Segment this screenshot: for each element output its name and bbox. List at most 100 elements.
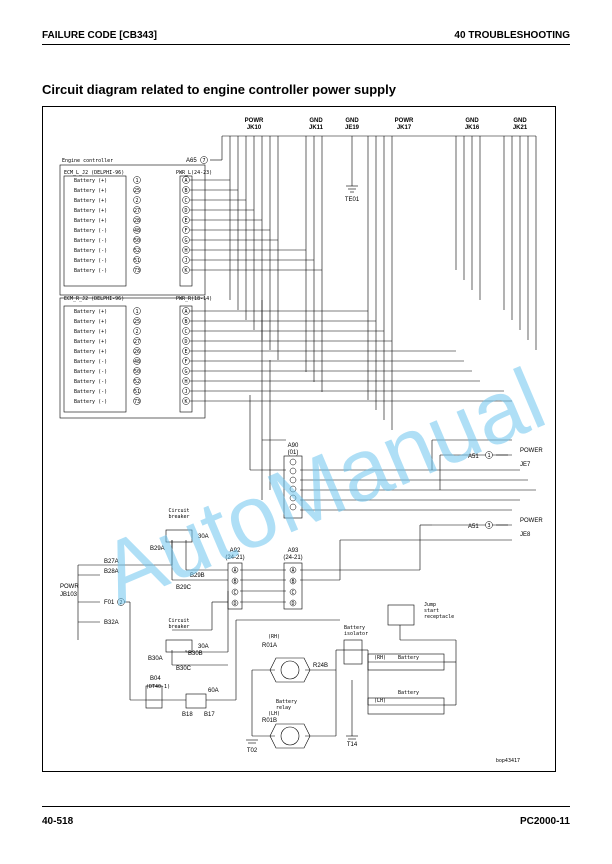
a90-pin-marker: [289, 494, 297, 502]
a92-pin-marker: [231, 566, 239, 574]
isolator-line2: isolator: [344, 631, 368, 637]
ecm2-pin-number: 50: [134, 369, 140, 375]
ecm1-pin-marker: [133, 236, 141, 244]
ecm2-row-label: Battery (-): [74, 359, 107, 365]
wire-group: [77, 135, 537, 737]
watermark: AutoManual: [87, 349, 558, 624]
r24b-label: R24B: [313, 663, 328, 669]
ecm1-row-label: Battery (+): [74, 178, 107, 184]
powr-jb103-id: JB103: [60, 592, 78, 598]
ecm2-row-label: Battery (+): [74, 349, 107, 355]
battery-rh-1: Battery: [398, 655, 419, 661]
a90-pin-marker: [289, 485, 297, 493]
top-connector-name: POWR: [395, 118, 414, 124]
ecm1-letter-marker: [182, 196, 190, 204]
ecm1-letter-marker: [182, 216, 190, 224]
battery-lh-1: Battery: [398, 690, 419, 696]
cb1-subtitle: breaker: [168, 514, 189, 520]
te01-label: TE01: [345, 197, 360, 203]
ecm2-pin-number: 51: [134, 389, 140, 395]
jump-start-line2: start: [424, 608, 439, 614]
ecm2-pin-marker: [133, 327, 141, 335]
a90-label: A90: [288, 443, 299, 449]
ecm2-row-label: Battery (+): [74, 319, 107, 325]
ecm2-pin-letter: C: [184, 329, 187, 335]
connector-boxes: [59, 164, 445, 715]
ecm1-letter-marker: [182, 246, 190, 254]
ecm2-pin-letter: J: [184, 389, 187, 395]
relay-rh-label: R01A: [262, 643, 277, 649]
cb1-rating: 30A: [198, 534, 209, 540]
a90-pin-marker: [289, 503, 297, 511]
f01-pin-marker: [117, 598, 125, 606]
a93-pin-letter: C: [291, 590, 294, 596]
ecm2-pin-marker: [133, 307, 141, 315]
ecm1-pin-number: 28: [134, 218, 140, 224]
ecm1-pin-letter: D: [184, 208, 187, 214]
ecm2-row-label: Battery (+): [74, 329, 107, 335]
cb2-rating: 30A: [198, 644, 209, 650]
ecm1-pin-marker: [133, 206, 141, 214]
ecm2-pin-letter: A: [184, 309, 187, 315]
ecm1-row-label: Battery (+): [74, 208, 107, 214]
ecm2-pin-number: 1: [135, 309, 138, 315]
ecm1-letter-marker: [182, 186, 190, 194]
relay-title-line2: relay: [276, 705, 291, 711]
ecm1-letter-marker: [182, 256, 190, 264]
ecm1-letter-marker: [182, 266, 190, 274]
a92-pin-letter: D: [233, 601, 236, 607]
ecm2-letter-marker: [182, 327, 190, 335]
a93-pin-letter: B: [291, 579, 294, 585]
a93-pin-letter: D: [291, 601, 294, 607]
cb1-label: B29A: [150, 546, 165, 552]
ecm1-row-label: Battery (+): [74, 218, 107, 224]
ecm2-letter-marker: [182, 387, 190, 395]
cb2-title: Circuit: [168, 618, 189, 624]
footer-page-number: 40-518: [42, 816, 74, 827]
ecm1-pin-letter: C: [184, 198, 187, 204]
header-left: FAILURE CODE [CB343]: [42, 30, 158, 41]
ecm1-row-label: Battery (+): [74, 188, 107, 194]
ecm1-pin-number: 27: [134, 208, 140, 214]
ecm1-pin-letter: A: [184, 178, 187, 184]
b28a-label: B28A: [104, 569, 119, 575]
ecm1-row-label: Battery (+): [74, 198, 107, 204]
relay-title-line1: Battery: [276, 699, 297, 705]
ecm1-pin-marker: [133, 226, 141, 234]
ecm2-pin-letter: B: [184, 319, 187, 325]
f01-label: F01: [104, 600, 115, 606]
a92-pin-marker: [231, 588, 239, 596]
ecm2-letter-marker: [182, 307, 190, 315]
ecm1-header: ECM_L_J2 (DELPHI-96): [64, 170, 124, 176]
ecm1-pin-marker: [133, 196, 141, 204]
ecm2-row-label: Battery (-): [74, 399, 107, 405]
b27a-label: B27A: [104, 559, 119, 565]
a93-sub: (24-21): [283, 555, 302, 561]
ecm2-pin-number: 48: [134, 359, 140, 365]
a51-top-power: POWER: [520, 448, 543, 454]
relay-lh-side: (LH): [268, 711, 280, 717]
ecm1-pin-number: 48: [134, 228, 140, 234]
footer-rule: [42, 806, 570, 807]
diagram-frame: [42, 106, 556, 772]
ecm1-pin-number: 25: [134, 188, 140, 194]
ecm2-pin-letter: E: [184, 349, 187, 355]
ground-symbols: [246, 185, 358, 744]
ecm2-pin-number: 2: [135, 329, 138, 335]
a92-sub: (24-21): [225, 555, 244, 561]
ecm1-row-label: Battery (-): [74, 228, 107, 234]
ecm2-row-label: Battery (-): [74, 379, 107, 385]
ecm1-pin-marker: [133, 176, 141, 184]
battery-rh-side: (RH): [374, 655, 386, 661]
a92-label: A92: [230, 548, 241, 554]
ecm2-header: ECM_R_J2 (DELPHI-96): [64, 296, 124, 302]
ecm2-pwr-label: PWR_R(18-14): [176, 296, 212, 302]
ecm1-row-label: Battery (-): [74, 248, 107, 254]
fuse-60a-label: 60A: [208, 688, 219, 694]
a93-label: A93: [288, 548, 299, 554]
top-connector-name: GND: [513, 118, 527, 124]
a51-top-pin: 1: [487, 453, 490, 459]
top-connector-id: JK21: [513, 125, 528, 131]
ecm1-pin-letter: B: [184, 188, 187, 194]
